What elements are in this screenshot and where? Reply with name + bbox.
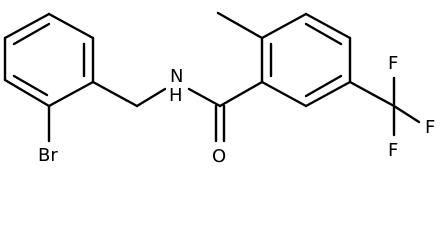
- trifluoromethyl-toluoyl-ring: [260, 12, 352, 108]
- nitrogen-label: N: [170, 66, 183, 87]
- cf3-bond: [348, 80, 396, 108]
- benzylic-bond: [91, 80, 139, 108]
- bromine-label: Br: [38, 145, 58, 166]
- bond: [304, 12, 352, 40]
- chemical-structure-diagram: Br N H O F F F: [3, 11, 435, 167]
- n-carbonyl-bond: [187, 87, 222, 108]
- oxygen-label: O: [212, 146, 226, 167]
- bond: [3, 12, 51, 40]
- bond: [47, 80, 95, 108]
- methyl-bond: [216, 11, 264, 40]
- bond: [47, 12, 95, 40]
- aromatic-inner-bond: [12, 22, 51, 46]
- aromatic-inner-bond: [12, 74, 49, 97]
- fluorine-label: F: [425, 117, 435, 138]
- ch2-n-bond: [135, 87, 167, 108]
- aromatic-inner-bond: [304, 22, 343, 46]
- bromophenyl-ring: [3, 12, 95, 108]
- bond: [3, 78, 51, 108]
- carbonyl-ring-bond: [218, 80, 264, 108]
- bond: [304, 80, 352, 108]
- bond: [260, 80, 308, 108]
- fluorine-label: F: [388, 53, 398, 74]
- fluorine-label: F: [388, 140, 398, 161]
- hydrogen-label: H: [169, 85, 183, 106]
- bond: [260, 12, 308, 40]
- c-f-bond: [392, 104, 421, 124]
- aromatic-inner-bond: [304, 74, 343, 98]
